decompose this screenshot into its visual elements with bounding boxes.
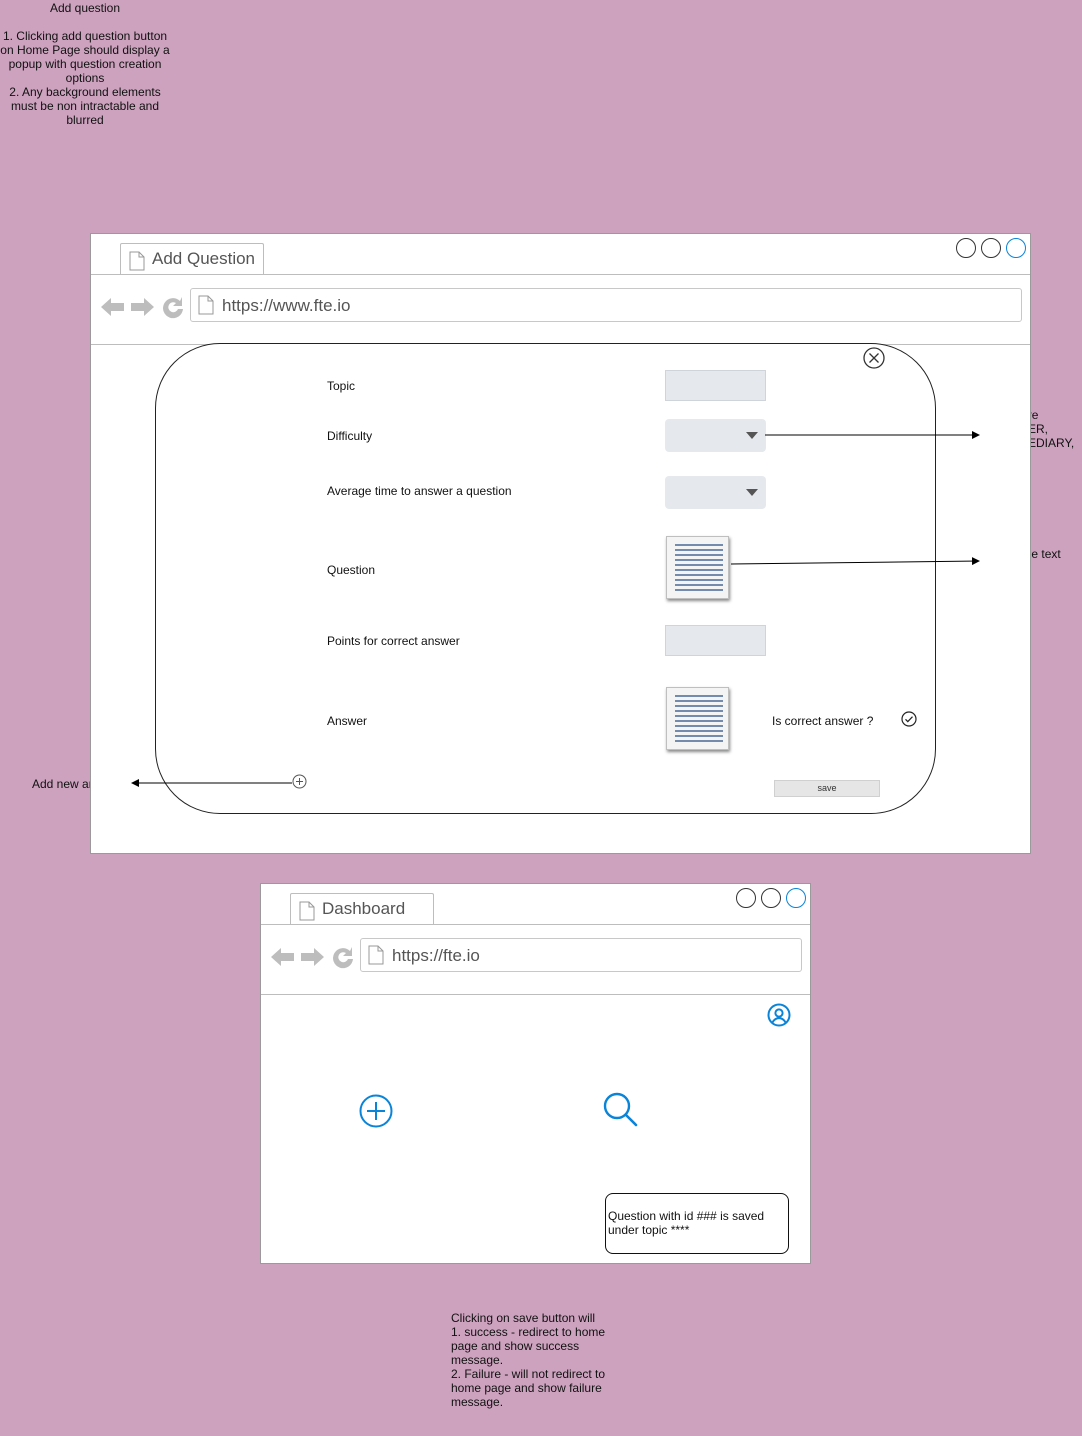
nav-row: https://fte.io [261,924,810,995]
tab-dashboard[interactable]: Dashboard [290,893,434,924]
back-arrow-icon[interactable] [101,297,125,322]
window-maximize-button[interactable] [761,888,781,908]
answer-label: Answer [327,714,368,728]
document-icon [299,901,315,926]
avg-time-label: Average time to answer a question [327,484,512,498]
points-label: Points for correct answer [327,634,460,648]
document-icon [129,251,145,276]
chevron-down-icon [746,489,758,496]
url-text: https://fte.io [392,946,480,965]
window-close-button[interactable] [1006,238,1026,258]
answer-textarea[interactable] [666,687,729,750]
difficulty-select[interactable] [665,419,766,452]
question-label: Question [327,563,376,577]
forward-arrow-icon[interactable] [130,297,154,322]
document-icon [198,295,214,320]
window-maximize-button[interactable] [981,238,1001,258]
url-bar[interactable]: https://www.fte.io [190,288,1022,322]
url-bar[interactable]: https://fte.io [360,938,802,972]
tab-title: Add Question [152,249,256,268]
url-text: https://www.fte.io [222,296,351,315]
text-lines [675,544,723,593]
reload-icon[interactable] [161,295,185,324]
chevron-down-icon [746,432,758,439]
window-minimize-button[interactable] [736,888,756,908]
dashboard-window: Dashboard https://fte.io Question with i… [260,883,811,1264]
tab-bar: Add Question [91,234,1030,275]
close-icon[interactable] [863,347,885,374]
reload-icon[interactable] [331,945,355,974]
forward-arrow-icon[interactable] [300,947,324,972]
document-icon [368,945,384,970]
nav-row: https://www.fte.io [91,274,1030,345]
save-button[interactable]: save [774,780,880,797]
tab-add-question[interactable]: Add Question [120,243,264,274]
success-toast: Question with id ### is saved under topi… [605,1193,789,1254]
avg-time-select[interactable] [665,476,766,509]
tab-bar: Dashboard [261,884,810,925]
topic-label: Topic [327,379,356,393]
add-question-window: Add Question https://www.fte.io Topic Di… [90,233,1031,854]
tab-title: Dashboard [322,899,406,918]
window-minimize-button[interactable] [956,238,976,258]
add-answer-button[interactable] [292,774,307,794]
text-lines [675,695,723,744]
question-textarea[interactable] [666,536,729,599]
difficulty-label: Difficulty [327,429,373,443]
check-circle-icon[interactable] [901,711,917,732]
save-behavior-note: Clicking on save button will 1. success … [451,1311,606,1409]
top-note: Add question 1. Clicking add question bu… [0,1,170,127]
back-arrow-icon[interactable] [271,947,295,972]
points-input[interactable] [665,625,766,656]
add-circle-icon[interactable] [358,1093,394,1134]
topic-input[interactable] [665,370,766,401]
is-correct-label: Is correct answer ? [772,714,874,728]
search-icon[interactable] [602,1091,640,1134]
window-close-button[interactable] [786,888,806,908]
user-icon[interactable] [767,1003,791,1032]
add-question-modal: Topic Difficulty Average time to answer … [155,343,936,814]
